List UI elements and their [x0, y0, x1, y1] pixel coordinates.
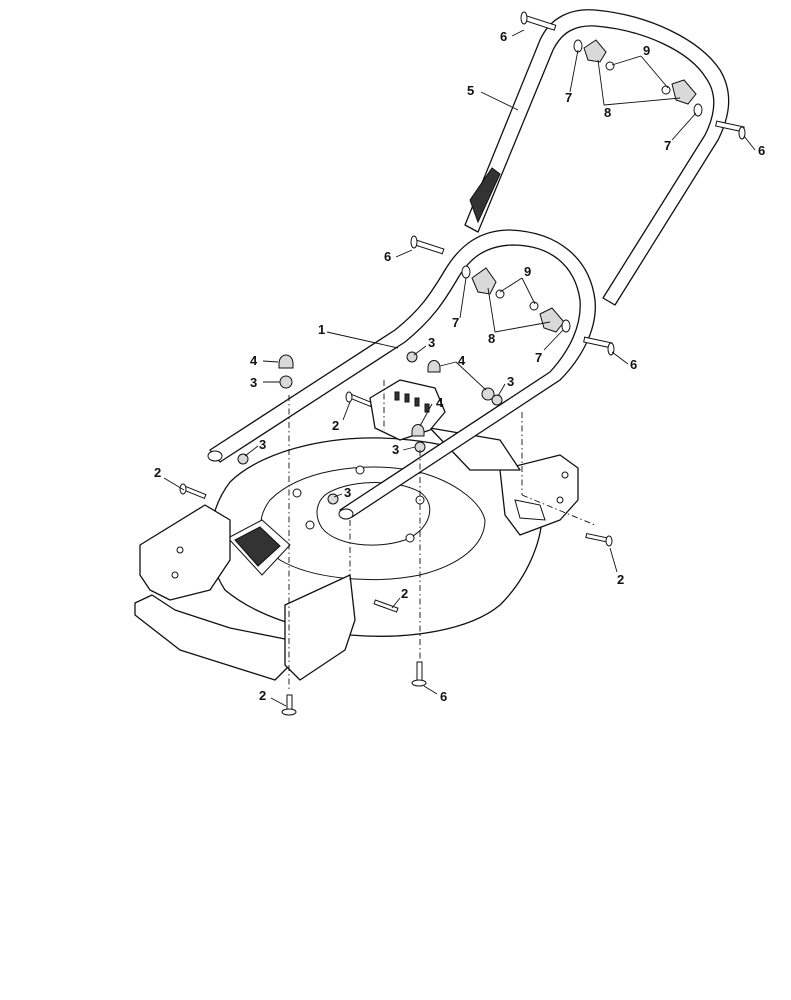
- callout-label: 3: [259, 437, 266, 452]
- callout-label: 4: [458, 353, 466, 368]
- bolt-6-top: [520, 11, 557, 31]
- callout-label: 9: [643, 43, 650, 58]
- lower-knob-right: [529, 301, 565, 333]
- cap-icon: [411, 424, 425, 437]
- washer-icon: [561, 319, 571, 333]
- upper-knob-left: [583, 39, 615, 71]
- mower-deck: [134, 427, 579, 681]
- cap-icon: [278, 354, 294, 369]
- leader-lines: [163, 29, 756, 707]
- callout-label: 3: [428, 335, 435, 350]
- bolt-6-right-upper: [715, 120, 746, 140]
- callout-label: 7: [452, 315, 459, 330]
- bolt-2-bottom: [281, 694, 297, 716]
- nut-icon: [279, 375, 293, 389]
- nut-icon: [327, 493, 339, 505]
- callout-label: 2: [617, 572, 624, 587]
- callout-label: 1: [318, 322, 325, 337]
- callout-label: 2: [259, 688, 266, 703]
- upper-knob-right: [661, 79, 697, 105]
- callout-label: 3: [507, 374, 514, 389]
- cap-icon: [427, 360, 441, 373]
- callout-label: 2: [401, 586, 408, 601]
- callout-label: 3: [250, 375, 257, 390]
- bolt-6-bottom: [411, 661, 427, 687]
- callout-label: 7: [664, 138, 671, 153]
- alignment-lines: [288, 380, 596, 690]
- callout-label: 9: [524, 264, 531, 279]
- callout-label: 7: [565, 90, 572, 105]
- callout-label: 7: [535, 350, 542, 365]
- callout-label: 6: [630, 357, 637, 372]
- height-adjust-bracket: [369, 379, 446, 441]
- callout-label: 2: [154, 465, 161, 480]
- bolt-2-bracket: [345, 391, 373, 408]
- callout-label: 8: [488, 331, 495, 346]
- callout-label: 4: [436, 395, 444, 410]
- nut-icon: [491, 394, 503, 406]
- nut-icon: [481, 387, 495, 401]
- callout-label: 8: [604, 105, 611, 120]
- lower-knob-left: [471, 267, 505, 299]
- lower-handle: [207, 229, 596, 520]
- bolt-2-left: [179, 483, 207, 500]
- callout-labels: 6 9 7 8 5 7 6 6 9 7 8 7 1 3 4 6 4 3 3 2 …: [154, 29, 765, 704]
- callout-label: 6: [758, 143, 765, 158]
- callout-label: 6: [500, 29, 507, 44]
- callout-label: 6: [384, 249, 391, 264]
- upper-handle: [464, 9, 730, 306]
- callout-label: 3: [392, 442, 399, 457]
- bolt-2-right: [585, 532, 613, 547]
- bolt-6-right-lower: [583, 336, 615, 356]
- washer-icon: [461, 265, 471, 279]
- bolt-2-front: [373, 599, 399, 613]
- callout-label: 6: [440, 689, 447, 704]
- nut-icon: [237, 453, 249, 465]
- callout-label: 2: [332, 418, 339, 433]
- bolt-6-middle: [410, 235, 445, 255]
- callout-label: 4: [250, 353, 258, 368]
- callout-label: 3: [344, 485, 351, 500]
- callout-label: 5: [467, 83, 474, 98]
